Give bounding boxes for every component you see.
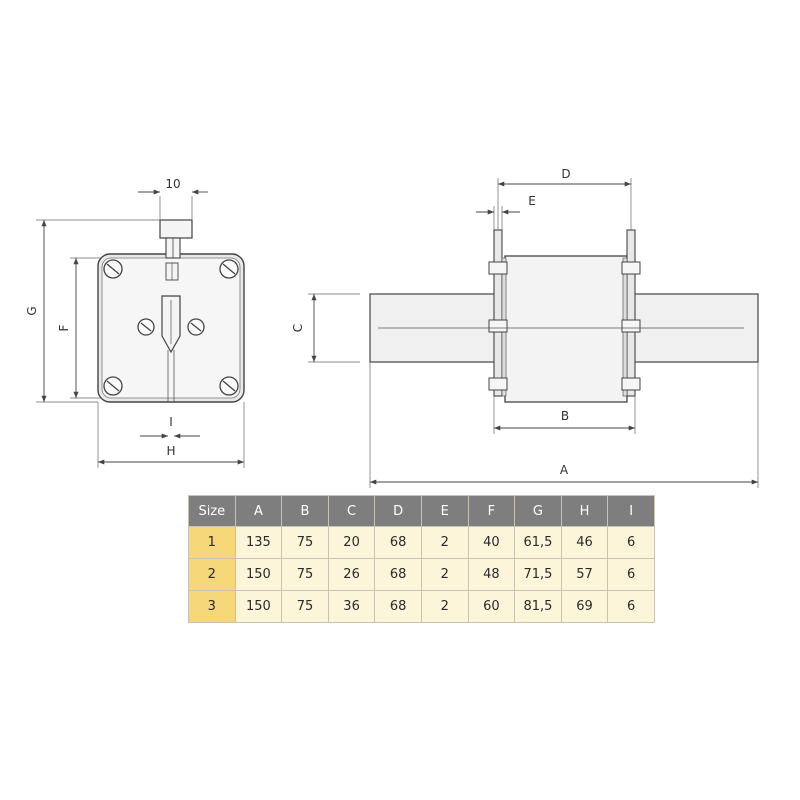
table-header-row: Size A B C D E F G H I (188, 495, 655, 527)
bolt-icon (621, 377, 641, 391)
side-view: D E C B A (291, 167, 759, 488)
screw-icon (219, 376, 239, 396)
column-header: G (514, 495, 562, 527)
screw-icon (219, 259, 239, 279)
dim-label-b: B (561, 409, 569, 423)
bolt-icon (488, 261, 508, 275)
column-header: Size (188, 495, 236, 527)
table-cell: 150 (234, 590, 283, 623)
screw-icon (103, 376, 123, 396)
table-row: 1 135 75 20 68 2 40 61,5 46 6 (188, 526, 655, 559)
column-header: E (420, 495, 469, 527)
table-row: 2 150 75 26 68 2 48 71,5 57 6 (188, 558, 655, 591)
table-cell: 61,5 (514, 526, 562, 559)
dim-label-h: H (166, 444, 175, 458)
column-header: A (234, 495, 283, 527)
size-cell: 3 (188, 590, 236, 623)
table-cell: 26 (327, 558, 376, 591)
dim-label-e: E (528, 194, 536, 208)
bolt-icon (488, 319, 508, 333)
left-end-plate (493, 229, 503, 397)
table-cell: 2 (420, 558, 469, 591)
table-cell: 69 (560, 590, 609, 623)
table-cell: 75 (281, 526, 329, 559)
table-cell: 150 (234, 558, 283, 591)
table-cell: 68 (374, 590, 422, 623)
bolt-icon (621, 261, 641, 275)
table-cell: 71,5 (514, 558, 562, 591)
dim-label-i: I (169, 415, 173, 429)
table-cell: 75 (281, 558, 329, 591)
dim-label-10: 10 (165, 177, 180, 191)
column-header: H (560, 495, 609, 527)
column-header: C (327, 495, 376, 527)
front-view: 10 G F I H (25, 177, 245, 468)
size-cell: 1 (188, 526, 236, 559)
table-cell: 40 (467, 526, 516, 559)
bolt-icon (621, 319, 641, 333)
table-cell: 20 (327, 526, 376, 559)
screw-icon (137, 318, 155, 336)
dim-label-f: F (57, 324, 71, 331)
dim-label-g: G (25, 306, 39, 315)
table-cell: 75 (281, 590, 329, 623)
size-dimension-table: Size A B C D E F G H I 1 135 75 20 68 2 … (188, 495, 655, 623)
dim-label-d: D (561, 167, 570, 181)
screw-icon (103, 259, 123, 279)
table-cell: 6 (607, 558, 655, 591)
table-row: 3 150 75 36 68 2 60 81,5 69 6 (188, 590, 655, 623)
table-cell: 6 (607, 526, 655, 559)
table-cell: 135 (234, 526, 283, 559)
column-header: D (374, 495, 422, 527)
indicator-cap (159, 219, 193, 239)
table-cell: 2 (420, 526, 469, 559)
table-cell: 57 (560, 558, 609, 591)
right-end-plate (626, 229, 636, 397)
table-cell: 46 (560, 526, 609, 559)
table-cell: 48 (467, 558, 516, 591)
column-header: B (281, 495, 329, 527)
dim-label-c: C (291, 324, 305, 332)
table-cell: 60 (467, 590, 516, 623)
table-cell: 36 (327, 590, 376, 623)
column-header: F (467, 495, 516, 527)
table-cell: 81,5 (514, 590, 562, 623)
dim-label-a: A (560, 463, 569, 477)
column-header: I (607, 495, 655, 527)
fuse-body (504, 255, 628, 403)
size-cell: 2 (188, 558, 236, 591)
table-cell: 2 (420, 590, 469, 623)
bolt-icon (488, 377, 508, 391)
table-cell: 68 (374, 558, 422, 591)
table-cell: 6 (607, 590, 655, 623)
table-cell: 68 (374, 526, 422, 559)
screw-icon (187, 318, 205, 336)
